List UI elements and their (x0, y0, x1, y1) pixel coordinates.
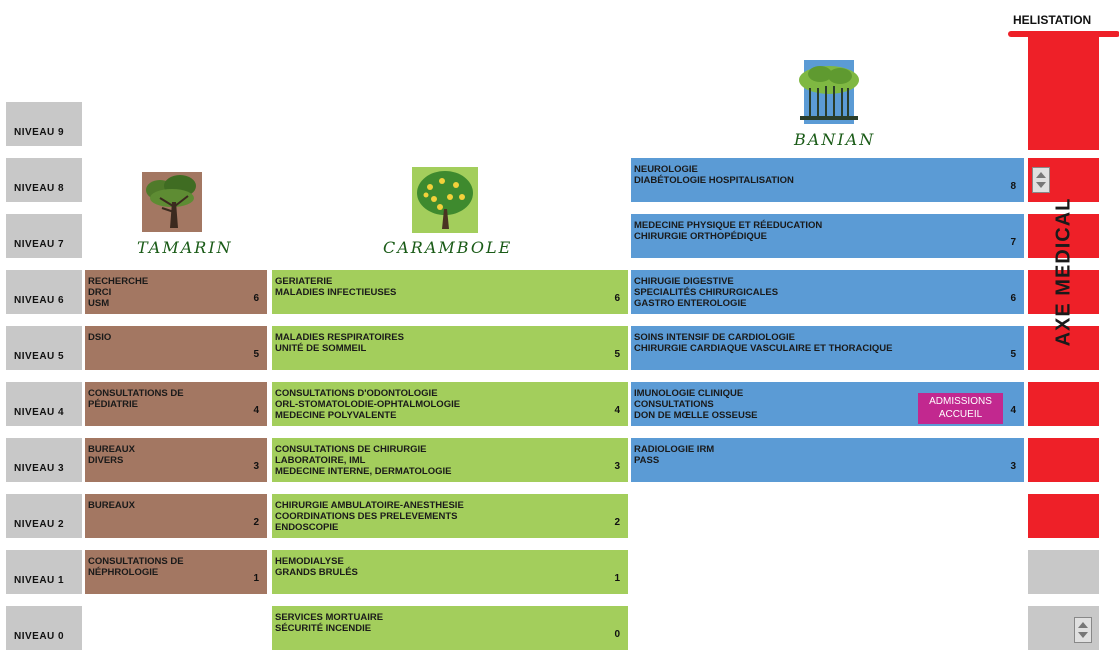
tamarin-tree-icon (140, 172, 204, 232)
service-name: CONSULTATIONS DE NÉPHROLOGIE (88, 556, 184, 578)
floor-number: 2 (614, 517, 620, 528)
carambole-tree-icon (410, 167, 480, 233)
service-name: GERIATERIE MALADIES INFECTIEUSES (275, 276, 397, 298)
floor-number: 3 (1010, 461, 1016, 472)
floor-number: 5 (253, 349, 259, 360)
level-text: NIVEAU 3 (14, 463, 65, 474)
floor-number: 1 (253, 573, 259, 584)
service-name: CONSULTATIONS D'ODONTOLOGIE ORL-STOMATOL… (275, 388, 461, 421)
level-label: NIVEAU 5 (6, 326, 82, 370)
service-name: CHIRUGIE DIGESTIVE SPECIALITÉS CHIRURGIC… (634, 276, 779, 309)
floor-number: 5 (614, 349, 620, 360)
floor-number: 2 (253, 517, 259, 528)
axe-segment-3 (1028, 438, 1099, 482)
carambole-service-cell[interactable]: HEMODIALYSE GRANDS BRULÉS 1 (272, 550, 628, 594)
level-label: NIVEAU 0 (6, 606, 82, 650)
tamarin-service-cell[interactable]: BUREAUX DIVERS 3 (85, 438, 267, 482)
carambole-service-cell[interactable]: SERVICES MORTUAIRE SÉCURITÉ INCENDIE 0 (272, 606, 628, 650)
axe-segment-1 (1028, 550, 1099, 594)
admissions-label: ADMISSIONS (929, 396, 992, 407)
axe-segment-7 (1028, 214, 1099, 258)
service-name: IMUNOLOGIE CLINIQUE CONSULTATIONS DON DE… (634, 388, 758, 421)
service-name: RECHERCHE DRCI USM (88, 276, 149, 309)
level-label: NIVEAU 9 (6, 102, 82, 146)
floor-number: 7 (1010, 237, 1016, 248)
service-name: SERVICES MORTUAIRE SÉCURITÉ INCENDIE (275, 612, 384, 634)
tamarin-service-cell[interactable]: BUREAUX 2 (85, 494, 267, 538)
level-label: NIVEAU 2 (6, 494, 82, 538)
elevator-icon-ground[interactable] (1074, 617, 1092, 643)
axe-segment-6 (1028, 270, 1099, 314)
tamarin-title: TAMARIN (137, 238, 233, 257)
banian-service-cell[interactable]: SOINS INTENSIF DE CARDIOLOGIE CHIRURGIE … (631, 326, 1024, 370)
banian-service-cell[interactable]: RADIOLOGIE IRM PASS 3 (631, 438, 1024, 482)
banian-service-cell[interactable]: NEUROLOGIE DIABÉTOLOGIE HOSPITALISATION 8 (631, 158, 1024, 202)
level-text: NIVEAU 7 (14, 239, 65, 250)
service-name: CHIRURGIE AMBULATOIRE-ANESTHESIE COORDIN… (275, 500, 464, 533)
service-name: MEDECINE PHYSIQUE ET RÉEDUCATION CHIRURG… (634, 220, 823, 242)
banian-title: BANIAN (794, 130, 876, 149)
floor-number: 5 (1010, 349, 1016, 360)
level-label: NIVEAU 7 (6, 214, 82, 258)
floor-number: 6 (253, 293, 259, 304)
level-text: NIVEAU 5 (14, 351, 65, 362)
floor-number: 4 (253, 405, 259, 416)
admissions-accueil-button[interactable]: ADMISSIONS ACCUEIL (918, 393, 1003, 424)
floor-number: 0 (614, 629, 620, 640)
level-label: NIVEAU 6 (6, 270, 82, 314)
accueil-label: ACCUEIL (938, 409, 983, 420)
floor-number: 6 (614, 293, 620, 304)
floor-number: 3 (614, 461, 620, 472)
level-text: NIVEAU 0 (14, 631, 65, 642)
carambole-service-cell[interactable]: CHIRURGIE AMBULATOIRE-ANESTHESIE COORDIN… (272, 494, 628, 538)
floor-number: 1 (614, 573, 620, 584)
helistation-label[interactable]: HELISTATION (1013, 13, 1092, 27)
service-name: RADIOLOGIE IRM PASS (634, 444, 715, 466)
service-name: MALADIES RESPIRATOIRES UNITÉ DE SOMMEIL (275, 332, 404, 354)
service-name: DSIO (88, 332, 112, 343)
carambole-service-cell[interactable]: CONSULTATIONS D'ODONTOLOGIE ORL-STOMATOL… (272, 382, 628, 426)
floor-number: 6 (1010, 293, 1016, 304)
elevator-icon[interactable] (1032, 167, 1050, 193)
axe-segment-top (1028, 34, 1099, 150)
floor-number: 3 (253, 461, 259, 472)
service-name: CONSULTATIONS DE CHIRURGIE LABORATOIRE, … (275, 444, 452, 477)
floor-number: 4 (614, 405, 620, 416)
banian-service-cell[interactable]: CHIRUGIE DIGESTIVE SPECIALITÉS CHIRURGIC… (631, 270, 1024, 314)
banian-tree-icon (796, 60, 862, 124)
banian-service-cell[interactable]: MEDECINE PHYSIQUE ET RÉEDUCATION CHIRURG… (631, 214, 1024, 258)
level-text: NIVEAU 4 (14, 407, 65, 418)
service-name: BUREAUX (88, 500, 135, 511)
tamarin-service-cell[interactable]: CONSULTATIONS DE NÉPHROLOGIE 1 (85, 550, 267, 594)
level-label: NIVEAU 3 (6, 438, 82, 482)
tamarin-service-cell[interactable]: CONSULTATIONS DE PÉDIATRIE 4 (85, 382, 267, 426)
axe-segment-5 (1028, 326, 1099, 370)
axe-segment-4 (1028, 382, 1099, 426)
axe-segment-2 (1028, 494, 1099, 538)
axe-medical-label: AXE MEDICAL (1052, 197, 1075, 347)
service-name: CONSULTATIONS DE PÉDIATRIE (88, 388, 184, 410)
service-name: BUREAUX DIVERS (88, 444, 135, 466)
tamarin-service-cell[interactable]: DSIO 5 (85, 326, 267, 370)
level-text: NIVEAU 1 (14, 575, 65, 586)
tamarin-service-cell[interactable]: RECHERCHE DRCI USM 6 (85, 270, 267, 314)
carambole-service-cell[interactable]: GERIATERIE MALADIES INFECTIEUSES 6 (272, 270, 628, 314)
carambole-service-cell[interactable]: MALADIES RESPIRATOIRES UNITÉ DE SOMMEIL 5 (272, 326, 628, 370)
carambole-service-cell[interactable]: CONSULTATIONS DE CHIRURGIE LABORATOIRE, … (272, 438, 628, 482)
carambole-title: CARAMBOLE (383, 238, 513, 257)
level-label: NIVEAU 8 (6, 158, 82, 202)
level-text: NIVEAU 8 (14, 183, 65, 194)
level-label: NIVEAU 4 (6, 382, 82, 426)
service-name: SOINS INTENSIF DE CARDIOLOGIE CHIRURGIE … (634, 332, 893, 354)
level-text: NIVEAU 2 (14, 519, 65, 530)
level-text: NIVEAU 6 (14, 295, 65, 306)
level-label: NIVEAU 1 (6, 550, 82, 594)
floor-number: 4 (1010, 405, 1016, 416)
service-name: HEMODIALYSE GRANDS BRULÉS (275, 556, 358, 578)
level-text: NIVEAU 9 (14, 127, 65, 138)
service-name: NEUROLOGIE DIABÉTOLOGIE HOSPITALISATION (634, 164, 794, 186)
floor-number: 8 (1010, 181, 1016, 192)
